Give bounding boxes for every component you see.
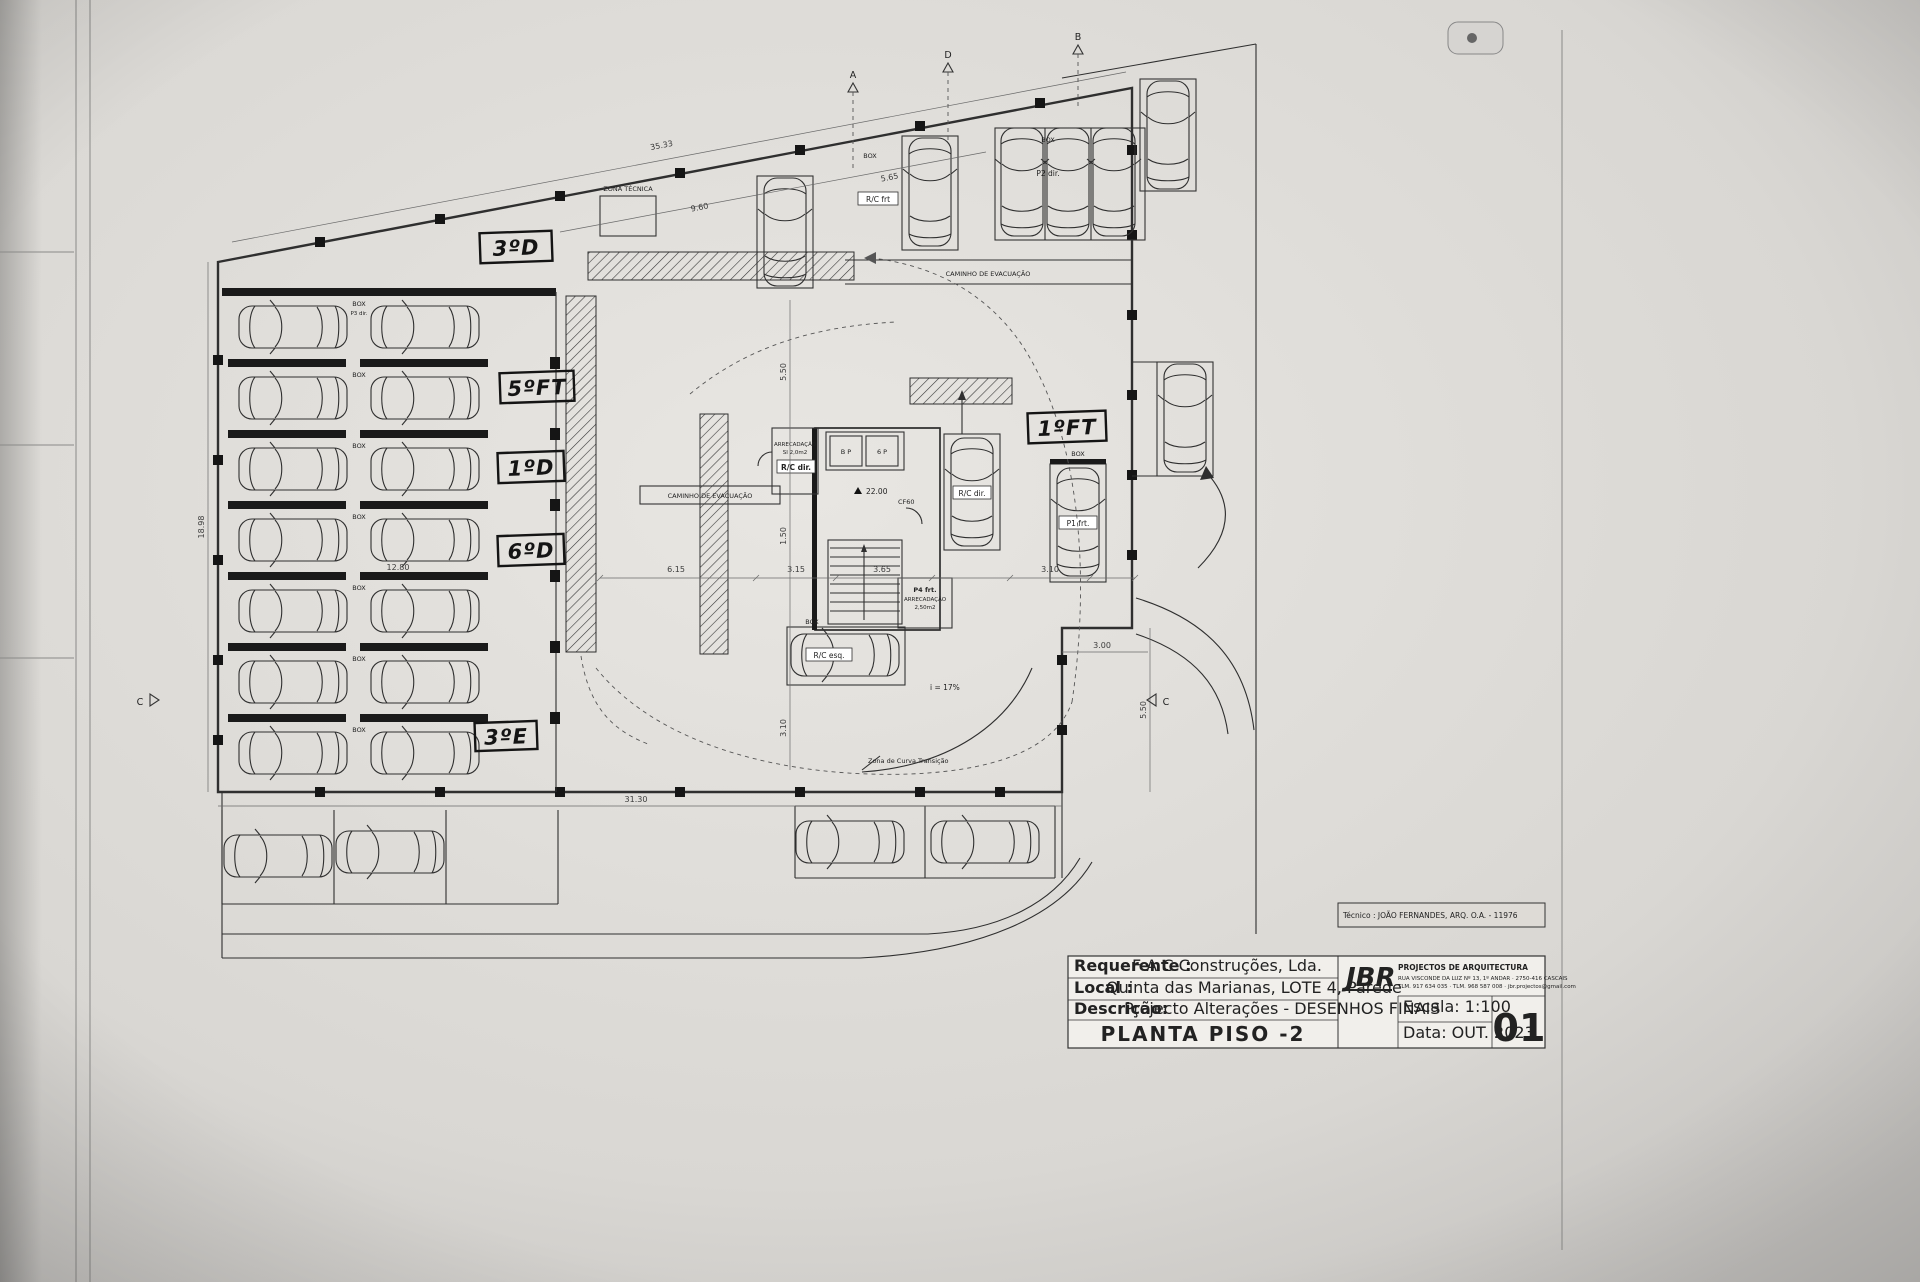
floor-plan-sheet: BOX P3 dir. BOX BOX BOX BOX BOX BOX	[0, 0, 1920, 1282]
scanned-drawing-photo: BOX P3 dir. BOX BOX BOX BOX BOX BOX	[0, 0, 1920, 1282]
photo-vignette	[0, 0, 1920, 1282]
